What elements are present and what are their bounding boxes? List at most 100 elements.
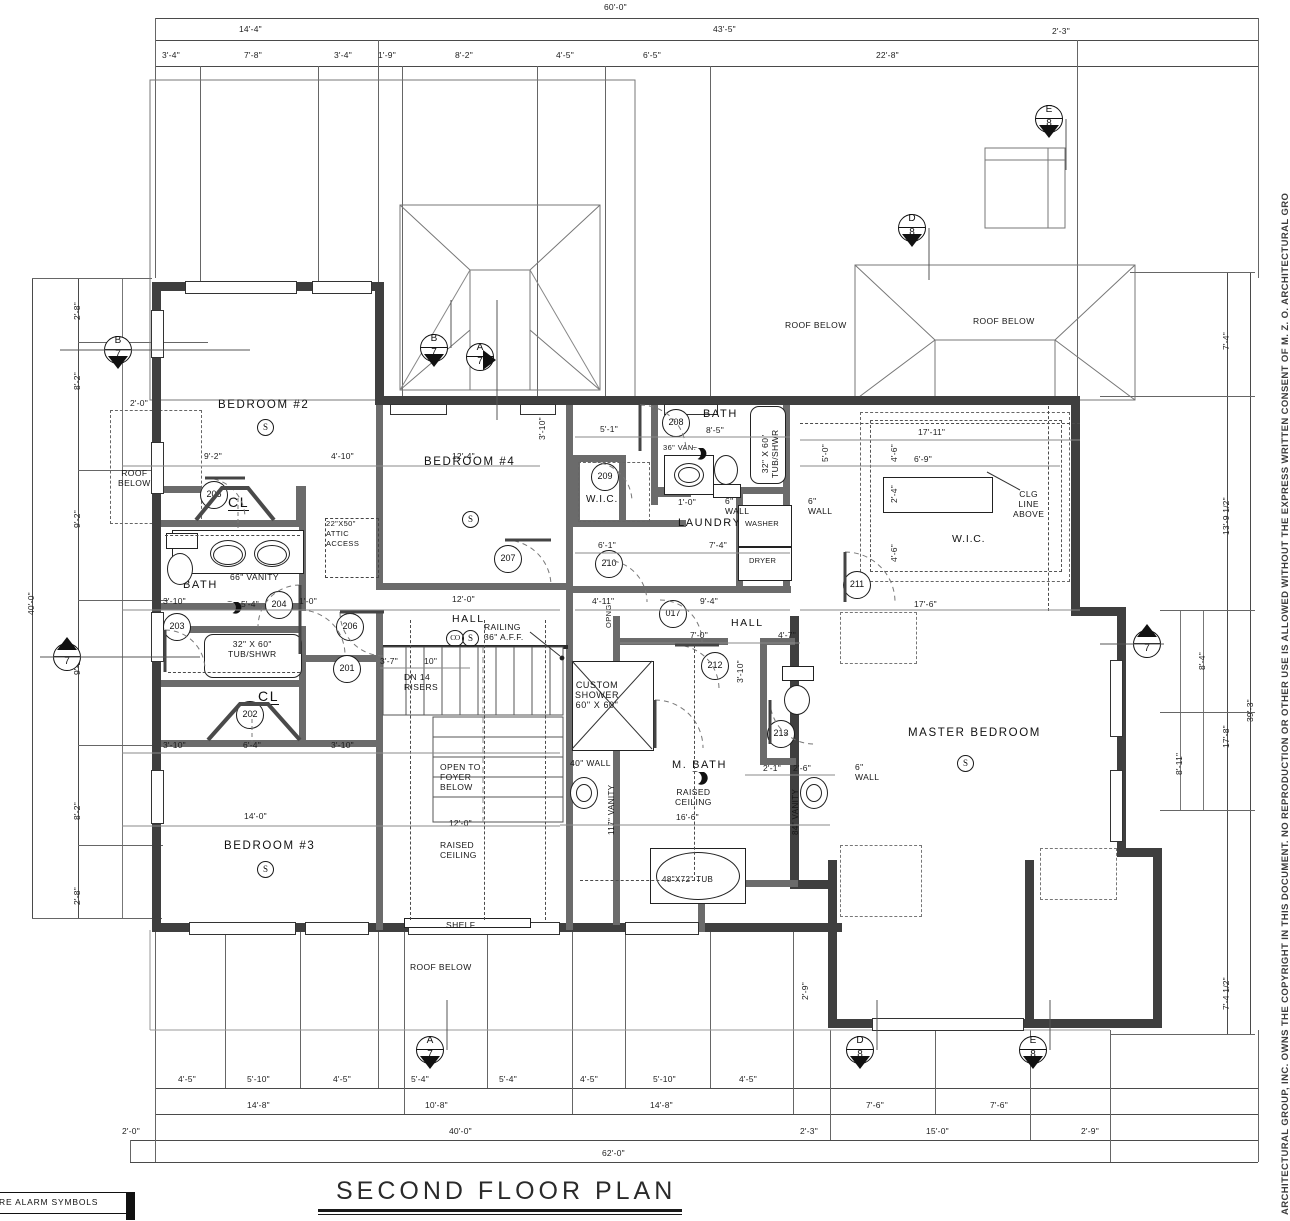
dim-line-right-4 (1180, 610, 1181, 810)
window (305, 922, 369, 935)
room-label-laundry: LAUNDRY (678, 517, 742, 529)
dim-text: 1'-0" (678, 497, 696, 507)
dim-text: 7'-8" (244, 50, 262, 60)
wall-interior (566, 455, 626, 462)
dim-text: 10'-8" (425, 1100, 448, 1110)
dim-text: 2'-9" (1081, 1126, 1099, 1136)
wall-exterior (1071, 396, 1080, 616)
door-tag-208[interactable]: 208 (662, 409, 690, 437)
wall-interior (700, 880, 798, 887)
dim-text: 1'-0" (299, 596, 317, 606)
note-shelf: SHELF (446, 920, 476, 930)
sink-bowl (678, 467, 700, 483)
room-label-bedroom-4: BEDROOM #4 (424, 456, 515, 468)
dim-text: 4'-6" (889, 444, 899, 462)
wall-interior (161, 486, 201, 493)
dim-text: 9'-2" (72, 510, 82, 528)
window (151, 770, 164, 824)
toilet-tank (713, 484, 741, 498)
sink-bowl (576, 784, 592, 802)
door-tag-212[interactable]: 212 (701, 652, 729, 680)
room-label-bedroom-3: BEDROOM #3 (224, 840, 315, 852)
label-dryer: DRYER (749, 556, 777, 565)
dim-text: 16'-6" (676, 812, 699, 822)
section-marker-c7-left[interactable]: C 7 (50, 637, 84, 677)
dim-text: 3'-10" (735, 660, 745, 683)
door-tag-203[interactable]: 203 (163, 613, 191, 641)
section-marker-a7-mid[interactable]: A 7 (463, 342, 497, 377)
section-marker-e8-bot[interactable]: E 8 (1016, 1035, 1050, 1070)
dim-text: 4'-11" (592, 596, 615, 606)
ceiling-line (694, 645, 695, 880)
title-underline (318, 1209, 682, 1212)
section-marker-d8-bot[interactable]: D 8 (843, 1035, 877, 1070)
counter-edge (166, 533, 198, 549)
wic-outline (860, 412, 1070, 582)
dim-line-bot-1 (155, 1088, 1258, 1089)
door-tag-202[interactable]: 202 (236, 701, 264, 729)
attic-access-outline (325, 518, 379, 578)
wall-interior (760, 645, 767, 765)
nook-outline (1040, 848, 1117, 900)
section-marker-c7-right[interactable]: C 7 (1130, 624, 1164, 664)
dim-text: 4'-5" (556, 50, 574, 60)
dim-text: 9'-2" (204, 451, 222, 461)
sink-bowl (806, 784, 822, 802)
door-tag-213[interactable]: 213 (767, 720, 795, 748)
note-roof-below-bottom: ROOF BELOW (410, 962, 472, 972)
wall-interior (376, 583, 566, 590)
window (151, 612, 164, 662)
dim-text: 39'-3" (1245, 699, 1255, 722)
section-marker-e8-top[interactable]: E 8 (1032, 104, 1066, 139)
note-roof-below-top-1: ROOF BELOW (785, 320, 847, 330)
ceiling-line (484, 620, 485, 920)
door-tag-205[interactable]: 205 (200, 481, 228, 509)
door-tag-017[interactable]: 017 (659, 600, 687, 628)
dim-text: 15'-0" (926, 1126, 949, 1136)
room-name: CL (258, 688, 280, 705)
note-railing: RAILING 36" A.F.F. (484, 622, 524, 642)
section-marker-b7-left[interactable]: B 7 (101, 335, 135, 370)
note-opng: OPNG (604, 604, 613, 628)
dim-text: 10" (424, 656, 438, 666)
dim-text: 14'-8" (247, 1100, 270, 1110)
wall-interior (566, 586, 791, 593)
note-tub-shower-1: 32" X 60" TUB/SHWR (228, 639, 277, 659)
room-name: LAUNDRY (678, 517, 742, 529)
wall-exterior (790, 396, 1080, 405)
window (312, 281, 372, 294)
room-name: BEDROOM #2 (218, 399, 310, 411)
section-marker-a7-bot[interactable]: A 7 (413, 1035, 447, 1070)
dim-line-bot-2 (155, 1114, 1258, 1115)
note-40in-wall: 40" WALL (570, 758, 611, 768)
wall-interior (651, 405, 658, 505)
dim-text: 2'-3" (800, 1126, 818, 1136)
dim-text: 2'-0" (130, 398, 148, 408)
door-tag-211[interactable]: 211 (843, 571, 871, 599)
nook-outline (840, 845, 922, 917)
section-marker-b7-mid[interactable]: B 7 (417, 333, 451, 368)
ext-line (378, 40, 379, 282)
ext-line (710, 66, 711, 396)
sink-bowl (213, 545, 243, 565)
dim-text: 4'-6" (889, 544, 899, 562)
door-tag-206[interactable]: 206 (336, 613, 364, 641)
note-raised-ceiling-mbath: RAISED CEILING (675, 787, 712, 807)
door-tag-201[interactable]: 201 (333, 655, 361, 683)
section-marker-d8-top[interactable]: D 8 (895, 213, 929, 248)
ext-line (155, 18, 156, 278)
dim-text: 5'-4" (241, 599, 259, 609)
wall-exterior (152, 282, 161, 932)
room-name: HALL (731, 617, 764, 629)
wic-shelf (883, 477, 993, 513)
dim-text: 12'-0" (452, 594, 475, 604)
door-tag-204[interactable]: 204 (265, 591, 293, 619)
wall-interior (613, 638, 728, 645)
window (520, 404, 556, 415)
dim-text: 3'-4" (334, 50, 352, 60)
door-tag-210[interactable]: 210 (595, 550, 623, 578)
note-open-to-foyer: OPEN TO FOYER BELOW (440, 762, 481, 792)
door-tag-207[interactable]: 207 (494, 545, 522, 573)
room-label-m-bath: M. BATH (672, 759, 727, 771)
